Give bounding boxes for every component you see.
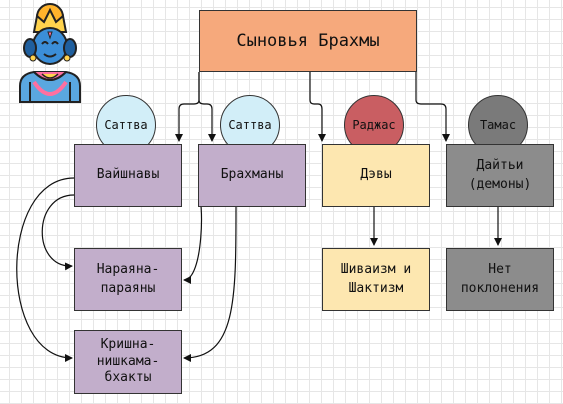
node-devas: Дэвы xyxy=(322,144,430,207)
edge-title-brahmanas xyxy=(198,72,216,142)
title-text: Сыновья Брахмы xyxy=(236,30,380,51)
node-brahmanas: Брахманы xyxy=(198,144,306,207)
node-brahmanas-label: Брахманы xyxy=(220,167,284,183)
node-shaivism-label: Шиваизм и Шактизм xyxy=(340,261,412,296)
node-narayana: Нараяна- параяны xyxy=(74,248,182,311)
node-krishna: Кришна- нишкама- бхакты xyxy=(74,330,182,394)
node-narayana-label: Нараяна- параяны xyxy=(96,261,160,296)
guna-sattva-2-label: Саттва xyxy=(228,118,272,132)
title-box: Сыновья Брахмы xyxy=(199,10,417,72)
node-shaivism: Шиваизм и Шактизм xyxy=(322,248,430,311)
edge-vaishnavas-narayana xyxy=(41,194,75,271)
node-vaishnavas: Вайшнавы xyxy=(74,144,182,207)
node-daityas-label: Дайтьи (демоны) xyxy=(468,157,532,192)
node-vaishnavas-label: Вайшнавы xyxy=(96,167,160,183)
edge-title-daityas xyxy=(415,72,450,142)
edge-vaishnavas-krishna xyxy=(16,177,75,362)
node-krishna-label: Кришна- нишкама- бхакты xyxy=(96,336,160,386)
guna-rajas-label: Раджас xyxy=(352,118,396,132)
guna-sattva-1-label: Саттва xyxy=(104,118,148,132)
node-no-worship-label: Нет поклонения xyxy=(460,261,540,296)
krishna-icon xyxy=(19,3,81,103)
node-daityas: Дайтьи (демоны) xyxy=(446,144,554,207)
guna-tamas-label: Тамас xyxy=(479,118,517,132)
node-devas-label: Дэвы xyxy=(360,167,392,183)
edge-title-devas xyxy=(309,72,326,142)
node-no-worship: Нет поклонения xyxy=(446,248,554,311)
edge-title-vaishnavas xyxy=(175,72,200,142)
edge-brahmanas-krishna xyxy=(183,206,237,362)
edge-brahmanas-narayana xyxy=(183,194,203,284)
